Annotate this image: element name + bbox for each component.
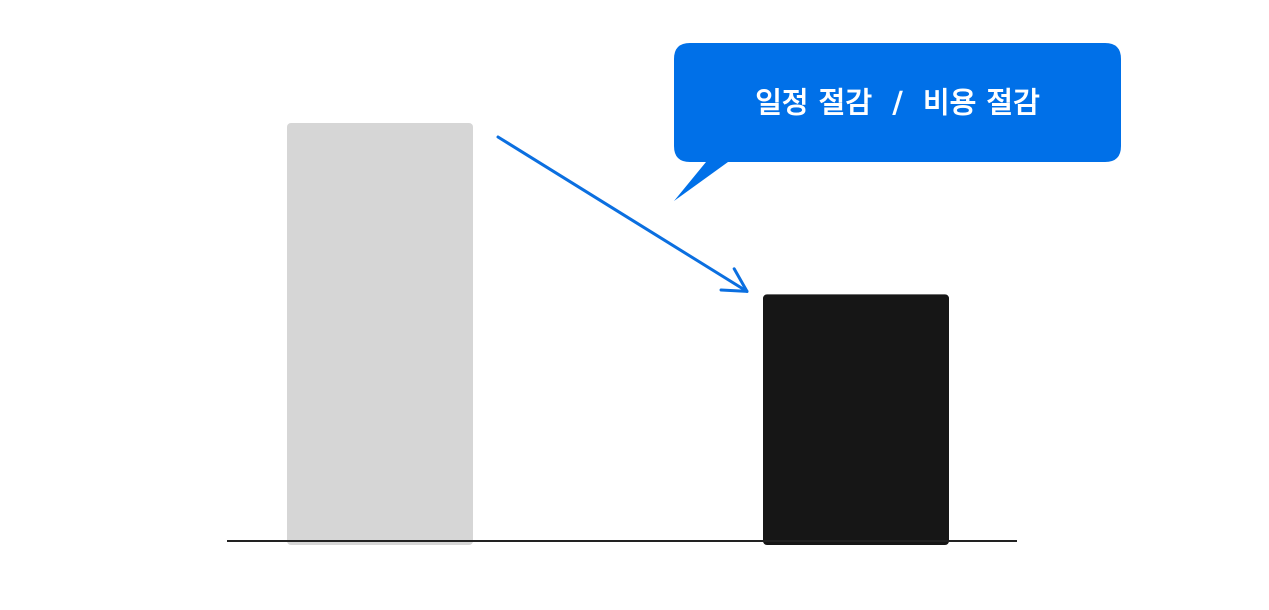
bar-2 (763, 294, 949, 545)
trend-arrow-head (719, 267, 749, 293)
bar-1 (287, 123, 473, 545)
bars-group (287, 123, 949, 545)
trend-arrow-shaft (496, 135, 749, 293)
callout-bubble: 일정 절감 / 비용 절감 (674, 43, 1121, 201)
callout-shape (674, 43, 1121, 201)
callout-text: 일정 절감 / 비용 절감 (755, 86, 1040, 120)
